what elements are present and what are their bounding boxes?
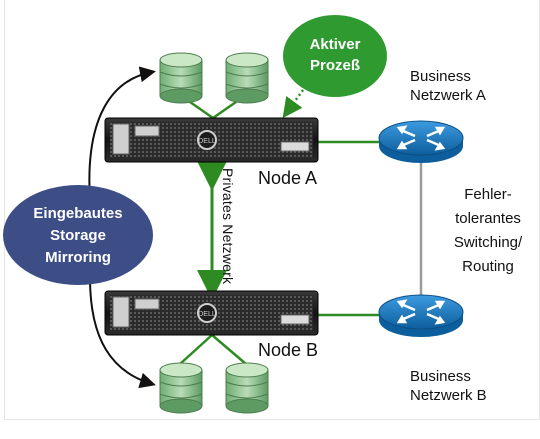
switching-line2: tolerantes bbox=[455, 210, 521, 227]
network-b-line1: Business bbox=[410, 368, 471, 385]
business-network-a-label: Business Netzwerk A bbox=[410, 67, 486, 105]
network-a-line1: Business bbox=[410, 68, 471, 85]
storage-mirroring-line3: Mirroring bbox=[45, 249, 111, 266]
switching-line4: Routing bbox=[462, 258, 514, 275]
server-node-b: DELL bbox=[104, 290, 319, 336]
router-b bbox=[378, 294, 464, 337]
active-process-bubble bbox=[283, 15, 387, 97]
disk-links-bottom bbox=[179, 334, 247, 365]
business-network-b-label: Business Netzwerk B bbox=[410, 367, 487, 405]
active-process-line2: Prozeß bbox=[309, 57, 360, 74]
active-process-label: Aktiver Prozeß bbox=[283, 34, 387, 76]
svg-text:DELL: DELL bbox=[198, 311, 216, 318]
mirror-arrow-top bbox=[88, 66, 156, 201]
private-network-label: Privates Netzwerk bbox=[220, 168, 236, 285]
active-process-line1: Aktiver bbox=[309, 36, 361, 53]
router-a bbox=[378, 120, 464, 163]
disk-bottom-left bbox=[159, 362, 203, 414]
storage-mirroring-label: Eingebautes Storage Mirroring bbox=[5, 203, 151, 269]
server-node-a: DELL bbox=[104, 117, 319, 163]
storage-mirroring-line1: Eingebautes bbox=[33, 205, 123, 222]
svg-text:DELL: DELL bbox=[198, 138, 216, 145]
disk-top-left bbox=[159, 52, 203, 104]
node-a-label: Node A bbox=[258, 168, 318, 188]
switching-line1: Fehler- bbox=[464, 186, 512, 203]
storage-mirroring-bubble bbox=[3, 185, 153, 285]
switching-routing-label: Fehler- tolerantes Switching/ Routing bbox=[438, 183, 538, 279]
storage-mirroring-line2: Storage bbox=[50, 227, 106, 244]
node-b-label: Node B bbox=[258, 340, 319, 360]
switching-line3: Switching/ bbox=[453, 234, 523, 251]
network-b-line2: Netzwerk B bbox=[410, 387, 487, 404]
mirror-arrow-bottom bbox=[89, 277, 156, 389]
disk-top-right bbox=[225, 52, 269, 104]
network-a-line2: Netzwerk A bbox=[410, 87, 486, 104]
active-process-pointer bbox=[282, 89, 305, 119]
disk-bottom-right bbox=[225, 362, 269, 414]
